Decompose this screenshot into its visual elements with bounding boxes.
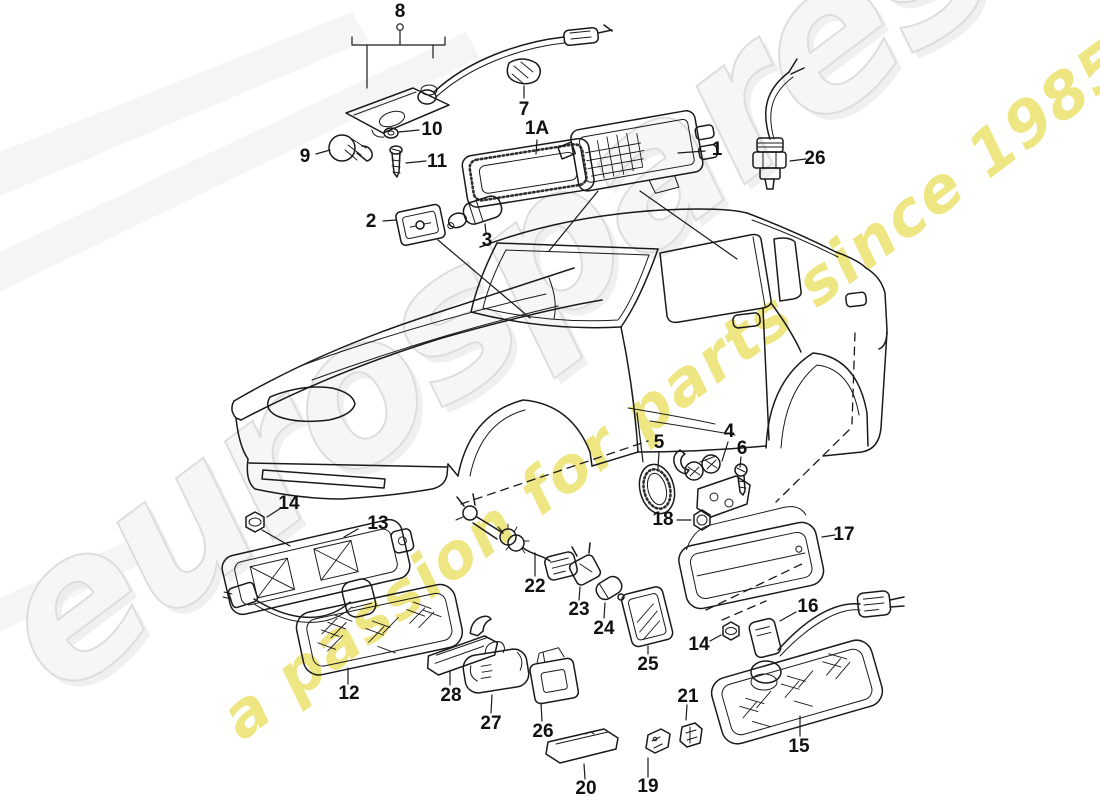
watermark-layer: eurospares eurospares a passion for part… [0,0,1100,754]
part-label-16-29: 16 [797,596,818,617]
part-3-bulb-holder [447,195,503,230]
part-14-nut-right [722,621,740,641]
dashed-reference-lines [460,332,856,621]
part-label-7-1: 7 [519,99,530,120]
part-label-11-4: 11 [427,151,448,172]
part-label-4-11: 4 [724,421,735,442]
watermark-streak [0,32,480,292]
part-label-26-7: 26 [804,148,825,169]
part-15-lens [710,639,884,745]
part-17-light-housing [678,506,825,610]
part-1-interior-light [557,110,719,194]
part-label-9-2: 9 [300,146,311,167]
part-label-23-19: 23 [568,599,589,620]
watermark-streak [0,12,368,196]
part-4-door-contact-switch [673,449,751,518]
part-label-22-18: 22 [524,576,545,597]
part-21-clip [679,722,703,748]
part-28-terminal [426,615,499,676]
part-8-interior-lamp-with-cable [345,24,613,138]
part-label-6-12: 6 [737,438,748,459]
part-19-clip [645,728,671,754]
part-label-12-17: 12 [338,683,359,704]
part-16-bulb-holder-with-cable [748,590,905,691]
part-label-2-8: 2 [366,211,377,232]
part-10-washer [383,127,399,139]
part-label-24-20: 24 [593,618,615,639]
part-label-14-15: 14 [278,493,300,514]
part-label-26-24: 26 [532,721,553,742]
part-label-15-30: 15 [788,736,810,757]
part-label-1A-5: 1A [525,118,550,139]
part-27-connector-sleeve [462,641,530,694]
part-5-grommet [638,463,676,515]
part-7-cable-clip [506,58,541,85]
part-label-28-22: 28 [440,685,461,706]
part-23-bulb-socket [568,542,602,586]
part-label-10-3: 10 [421,119,442,140]
part-label-25-21: 25 [637,654,659,675]
part-25-small-lens [621,586,674,648]
part-label-21-27: 21 [677,686,699,707]
watermark-streak [0,532,158,632]
part-label-14-28: 14 [688,634,710,655]
part-label-8-0: 8 [395,1,406,22]
part-20-bracket-strip [545,728,619,764]
part-label-3-9: 3 [482,230,493,251]
part-9-bulb [328,134,373,162]
car-body-outline [231,208,888,500]
part-22-cable-assembly [455,493,578,581]
part-label-27-23: 27 [480,713,501,734]
part-label-1-6: 1 [712,139,723,160]
part-6-screw [734,463,748,496]
part-18-nut [693,509,711,531]
part-label-19-26: 19 [637,776,658,797]
part-26-connector-housing [529,647,580,705]
part-26-sensor-with-cable [752,58,805,190]
part-label-13-16: 13 [367,513,388,534]
part-label-20-25: 20 [575,778,596,799]
part-13-lamp-bracket [221,518,415,616]
wiring-harness-12 [222,578,377,623]
part-label-17-14: 17 [833,524,854,545]
part-11-screw [389,145,403,178]
part-label-5-10: 5 [654,432,665,453]
part-24-bulb [595,575,625,601]
part-14-nut-left [245,511,265,533]
part-label-18-13: 18 [652,509,673,530]
part-2-switch [395,203,446,247]
callout-lines [261,23,836,780]
part-12-lens [295,583,464,676]
